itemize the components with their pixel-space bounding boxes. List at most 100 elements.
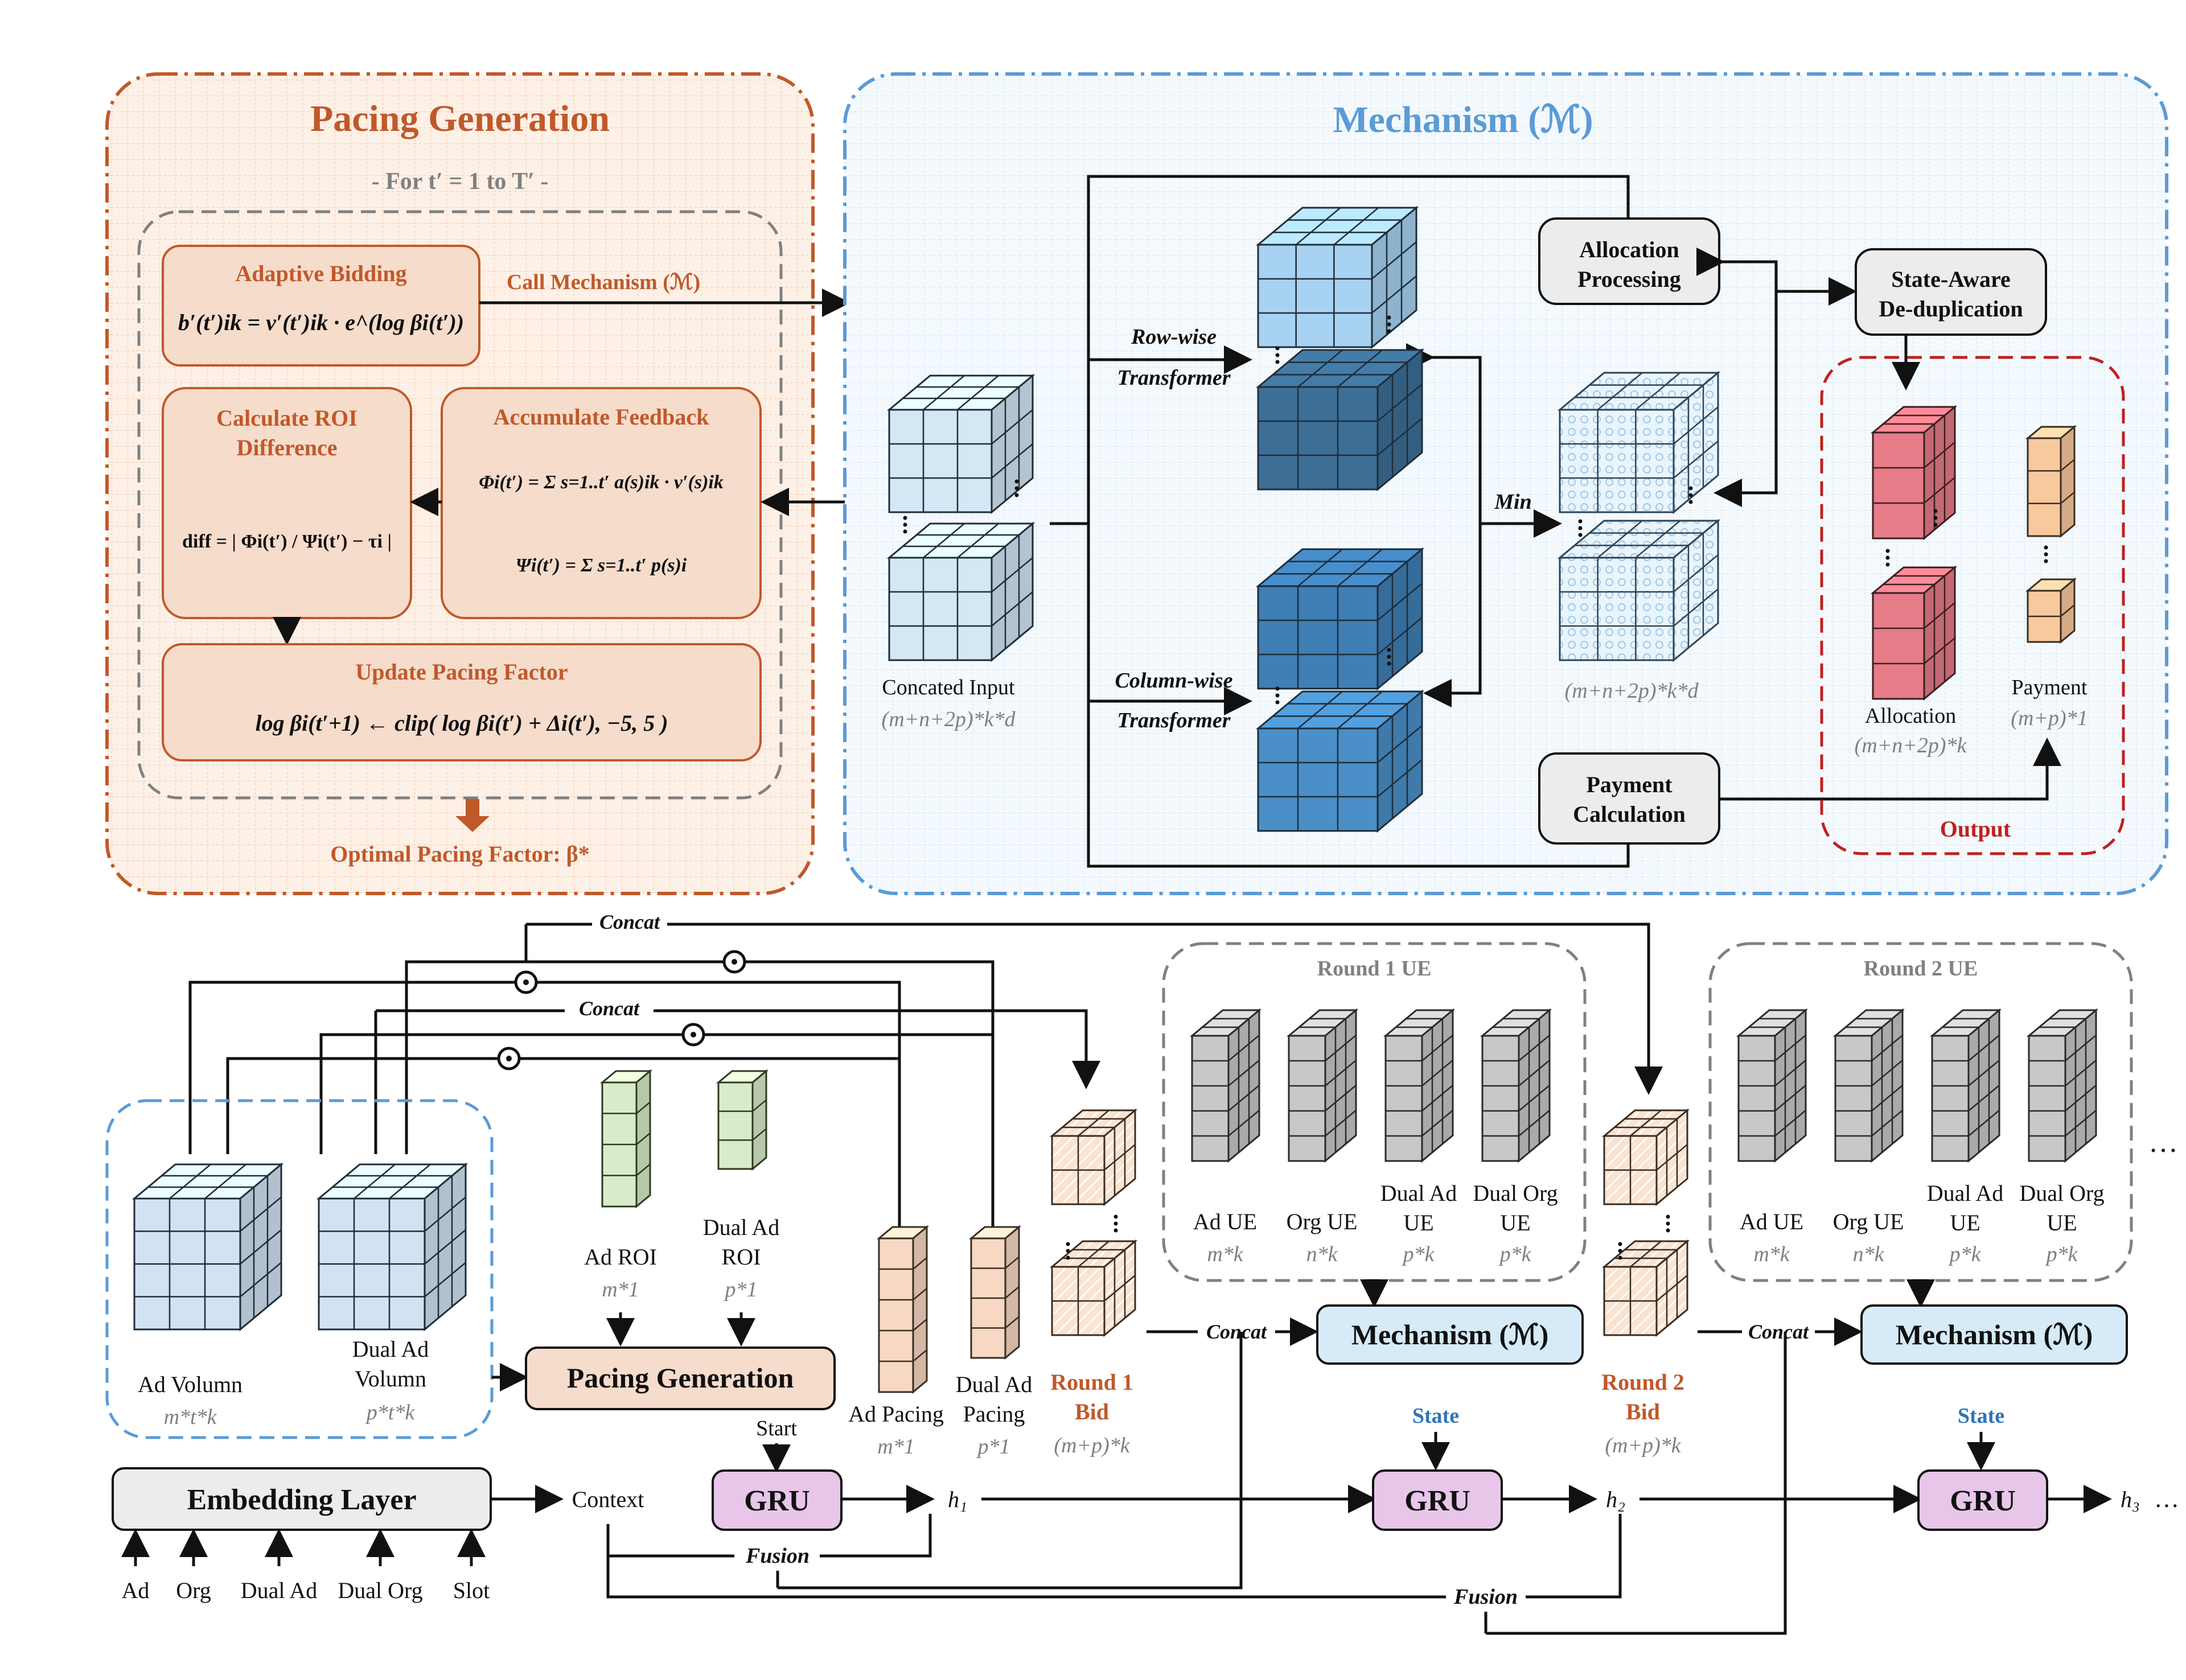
embedding-input-label: Dual Org — [338, 1578, 422, 1603]
state-aware-2: De-duplication — [1879, 296, 2023, 322]
dual-ad-pacing-1: Dual Ad — [956, 1372, 1032, 1397]
roi-title-1: Calculate ROI — [216, 405, 358, 431]
round1-dual-ad-ue-label-2: UE — [1403, 1210, 1433, 1236]
ellipsis-dots-icon — [1066, 1242, 1070, 1260]
update-formula: log βi(t′+1) ← clip( log βi(t′) + Δi(t′)… — [255, 710, 668, 736]
start-label: Start — [756, 1417, 797, 1440]
roi-difference-box: Calculate ROI Difference diff = | Φi(t′)… — [162, 387, 412, 619]
adaptive-bidding-box: Adaptive Bidding b′(t′)ik = v′(t′)ik · e… — [162, 245, 480, 367]
allocation-label: Allocation — [1865, 704, 1956, 728]
gru-box-1: GRU — [712, 1469, 843, 1531]
round1-bid-1: Round 1 — [1050, 1369, 1133, 1395]
round1-dual-ad-ue-dim: p*k — [1402, 1242, 1435, 1266]
payment-calculation-box: Payment Calculation — [1538, 752, 1720, 845]
col-transformer-label-1: Column-wise — [1115, 669, 1233, 693]
fusion-2-label: Fusion — [1453, 1585, 1518, 1609]
output-label: Output — [1940, 816, 2011, 842]
round2-ue-label: Round 2 UE — [1864, 957, 1978, 981]
concat-r1-label: Concat — [1206, 1320, 1267, 1343]
concated-input-cube — [886, 373, 1036, 514]
dual-ad-volumn-1: Dual Ad — [352, 1336, 429, 1362]
embedding-input-label: Org — [176, 1578, 211, 1603]
odot-icon — [514, 970, 538, 994]
dual-ad-volumn-cube — [316, 1162, 469, 1332]
mechanism-box-1: Mechanism (ℳ) — [1316, 1304, 1584, 1365]
round1-ad-ue-label: Ad UE — [1193, 1209, 1257, 1234]
ellipsis-dots-icon — [903, 516, 907, 534]
allocation-dim: (m+n+2p)*k — [1855, 734, 1967, 757]
column-transformer-cube-bottom — [1255, 689, 1425, 833]
ellipsis-dots-icon — [1666, 1214, 1670, 1233]
roi-formula: diff = | Φi(t′) / Ψi(t′) − τi | — [182, 531, 392, 552]
allocation-processing-2: Processing — [1577, 266, 1680, 292]
allocation-processing-1: Allocation — [1579, 237, 1679, 262]
mechanism-panel: Mechanism (ℳ) Row-wise Transformer Colum… — [843, 72, 2168, 895]
round1-dual-ad-ue-label: Dual Ad — [1380, 1180, 1457, 1206]
ad-volumn-dim: m*t*k — [164, 1405, 217, 1429]
mechanism-1-label: Mechanism (ℳ) — [1351, 1319, 1548, 1350]
mechanism-box-2: Mechanism (ℳ) — [1860, 1304, 2128, 1365]
ad-roi-dim: m*1 — [602, 1278, 639, 1302]
round2-bid-cube-top — [1601, 1108, 1690, 1207]
round2-ad-ue-dim: m*k — [1753, 1242, 1790, 1266]
round2-dual-ad-ue-label-2: UE — [1950, 1210, 1980, 1236]
dual-ad-roi-2: ROI — [722, 1244, 761, 1270]
optimal-pacing-label: Optimal Pacing Factor: β* — [330, 841, 589, 867]
accumulate-formula-2: Ψi(t′) = Σ s=1..t′ p(s)i — [516, 555, 687, 576]
round1-bid-cube-bottom — [1049, 1239, 1138, 1337]
ad-pacing-cube — [876, 1225, 930, 1394]
allocation-processing-box: Allocation Processing — [1538, 217, 1720, 305]
row-transformer-label-2: Transformer — [1117, 366, 1231, 390]
pipeline-section: Concat Concat Ad Volumn m*t*k Dual Ad Vo… — [105, 911, 2179, 1635]
embedding-input-label: Dual Ad — [241, 1578, 317, 1603]
gru-box-2: GRU — [1372, 1469, 1503, 1531]
row-transformer-cube-top — [1255, 205, 1419, 349]
h3-label: h₃ — [2121, 1487, 2140, 1512]
mechanism-tensor-cubes — [886, 205, 2077, 833]
round2-dual-ad-ue-label: Dual Ad — [1927, 1180, 2003, 1206]
embedding-input-label: Slot — [453, 1578, 490, 1603]
ellipsis-dots-icon — [1014, 479, 1019, 497]
adaptive-bidding-formula: b′(t′)ik = v′(t′)ik · e^(log βi(t′)) — [178, 310, 464, 335]
round2-ad-ue-cube — [1736, 1008, 1809, 1163]
adaptive-bidding-title: Adaptive Bidding — [235, 261, 406, 286]
round1-dual-org-ue-label-2: UE — [1500, 1210, 1530, 1236]
concated-input-dim: (m+n+2p)*k*d — [882, 707, 1016, 731]
col-transformer-label-2: Transformer — [1117, 709, 1231, 732]
round1-org-ue-cube — [1286, 1008, 1359, 1163]
round2-org-ue-dim: n*k — [1853, 1242, 1885, 1266]
round2-bid-cube-bottom — [1601, 1239, 1690, 1337]
accumulate-formula-1: Φi(t′) = Σ s=1..t′ a(s)ik · v′(s)ik — [479, 472, 724, 493]
round2-dual-ad-ue-dim: p*k — [1948, 1242, 1982, 1266]
round2-bid-1: Round 2 — [1601, 1369, 1684, 1395]
payment-cube-top — [2025, 425, 2077, 538]
round1-dual-org-ue-cube — [1480, 1008, 1552, 1163]
mechanism-2-label: Mechanism (ℳ) — [1896, 1319, 2093, 1350]
ellipsis-dots-icon — [1578, 519, 1583, 537]
dual-ad-pacing-cube — [968, 1225, 1022, 1360]
ellipsis-h3: … — [2154, 1485, 2179, 1513]
round2-org-ue-cube — [1832, 1008, 1905, 1163]
round1-dual-ad-ue-cube — [1383, 1008, 1456, 1163]
min-label: Min — [1494, 490, 1531, 514]
concated-input-label: Concated Input — [882, 676, 1015, 699]
payment-calc-2: Calculation — [1573, 801, 1686, 827]
ellipsis-dots-icon — [1387, 315, 1391, 333]
update-pacing-box: Update Pacing Factor log βi(t′+1) ← clip… — [162, 643, 762, 761]
pipeline-tensor-cubes — [132, 1008, 2099, 1394]
ellipsis-dots-icon — [1275, 686, 1280, 705]
round1-org-ue-dim: n*k — [1306, 1242, 1338, 1266]
dual-ad-roi-dim: p*1 — [724, 1278, 758, 1302]
round2-org-ue-label: Org UE — [1833, 1209, 1904, 1234]
state-aware-1: State-Aware — [1891, 266, 2011, 292]
roi-title-2: Difference — [237, 435, 338, 460]
dual-ad-pacing-2: Pacing — [963, 1401, 1025, 1427]
pacing-title: Pacing Generation — [310, 98, 610, 139]
round2-bid-2: Bid — [1626, 1399, 1660, 1424]
gru-box-3: GRU — [1917, 1469, 2048, 1531]
state-aware-dedup-box: State-Aware De-duplication — [1855, 248, 2047, 336]
ad-volumn-label: Ad Volumn — [138, 1372, 243, 1397]
